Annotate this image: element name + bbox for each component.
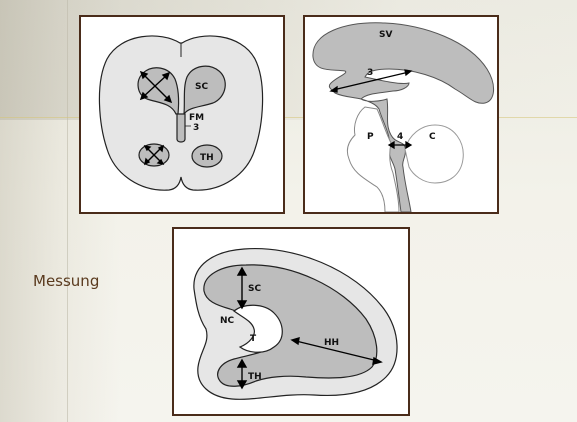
- label-th: TH: [248, 372, 262, 382]
- lateral-ventricle-body: [313, 23, 494, 104]
- label-nc: NC: [220, 316, 235, 326]
- label-t: T: [250, 334, 257, 344]
- coronal-section-svg: SC FM 3 TH: [81, 17, 283, 212]
- label-hh: HH: [324, 338, 339, 348]
- label-3: 3: [367, 68, 373, 78]
- decorative-vertical-line: [67, 0, 68, 422]
- lateral-ventricle-svg: SC NC T HH TH: [174, 229, 408, 414]
- sagittal-section-figure: SV 3 P 4 C: [303, 15, 499, 214]
- label-sc: SC: [248, 284, 261, 294]
- label-3: 3: [193, 123, 199, 133]
- label-4: 4: [397, 132, 403, 142]
- label-c: C: [429, 132, 436, 142]
- label-th: TH: [200, 153, 214, 163]
- coronal-section-figure: SC FM 3 TH: [79, 15, 285, 214]
- label-sc: SC: [195, 82, 208, 92]
- brain-outline: [99, 36, 262, 190]
- label-p: P: [367, 132, 374, 142]
- label-fm: FM: [189, 113, 204, 123]
- label-sv: SV: [379, 30, 392, 40]
- sagittal-section-svg: SV 3 P 4 C: [305, 17, 497, 212]
- third-ventricle: [177, 114, 185, 142]
- lateral-ventricle-figure: SC NC T HH TH: [172, 227, 410, 416]
- caption-text: Messung: [33, 272, 99, 290]
